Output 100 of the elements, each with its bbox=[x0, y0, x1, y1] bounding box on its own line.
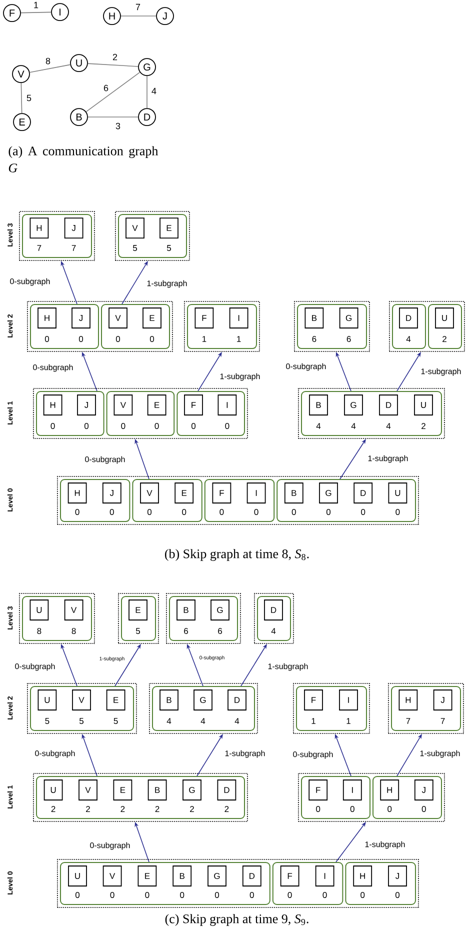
letter-box: U bbox=[388, 482, 408, 504]
node-value: 7 bbox=[406, 718, 410, 724]
edge-label: 0-subgraph bbox=[32, 363, 74, 373]
node-value: 0 bbox=[44, 336, 50, 342]
letter-box: F bbox=[280, 866, 300, 886]
group-box bbox=[60, 862, 270, 905]
letter-box: V bbox=[78, 780, 98, 800]
edge-label: 1-subgraph bbox=[146, 279, 188, 289]
node-value: 2 bbox=[422, 423, 426, 429]
node-value: 7 bbox=[37, 245, 42, 251]
letter-box: H bbox=[398, 690, 418, 710]
node-value: 0 bbox=[147, 509, 152, 515]
dotted-frame bbox=[33, 388, 248, 439]
letter-box: J bbox=[102, 482, 122, 504]
node-value: 7 bbox=[72, 245, 76, 251]
caption: (a) A communication graph G bbox=[8, 146, 158, 172]
node-value: 0 bbox=[326, 509, 331, 515]
weight-label: 5 bbox=[26, 94, 32, 102]
node-value: 1 bbox=[202, 336, 206, 342]
edge-line bbox=[29, 64, 71, 73]
letter-box: G bbox=[210, 600, 230, 620]
node-value: 6 bbox=[218, 628, 222, 634]
node-value: 8 bbox=[37, 628, 42, 634]
node-value: 1 bbox=[346, 718, 350, 724]
weight-label: 2 bbox=[112, 52, 118, 62]
node-value: 0 bbox=[75, 892, 80, 898]
letter-box: G bbox=[339, 308, 358, 328]
letter-box: B bbox=[172, 866, 192, 886]
letter-box: V bbox=[72, 690, 91, 710]
letter-box: I bbox=[342, 780, 362, 800]
letter-box: H bbox=[380, 780, 400, 800]
node-value: 1 bbox=[237, 336, 241, 342]
edge-line bbox=[20, 82, 22, 114]
letter-box: V bbox=[126, 218, 144, 238]
node-value: 4 bbox=[166, 718, 172, 724]
node-value: 4 bbox=[234, 718, 240, 724]
node-value: 2 bbox=[86, 806, 90, 812]
letter-box: V bbox=[64, 600, 84, 620]
node-value: 0 bbox=[254, 509, 258, 515]
caption: (c) Skip graph at time 9, S$_{9}$. bbox=[165, 914, 308, 926]
node-value: 0 bbox=[154, 423, 159, 430]
node-value: 4 bbox=[200, 718, 206, 724]
group-box bbox=[276, 479, 416, 522]
node-value: 0 bbox=[422, 806, 426, 812]
letter-box: F bbox=[212, 482, 232, 504]
letter-box: U bbox=[30, 600, 49, 620]
node-value: 7 bbox=[440, 718, 445, 724]
edge-line bbox=[146, 76, 148, 108]
dotted-frame bbox=[57, 859, 419, 908]
letter-box: H bbox=[68, 482, 87, 504]
edge-line bbox=[20, 12, 52, 14]
letter-box: B bbox=[304, 308, 324, 328]
node-value: 0 bbox=[361, 509, 366, 515]
group-box bbox=[36, 391, 104, 436]
weight-label: 7 bbox=[134, 2, 142, 12]
weight-label: 1 bbox=[32, 0, 40, 10]
letter-box: D bbox=[354, 482, 373, 504]
group-box bbox=[30, 304, 99, 349]
letter-box: F bbox=[308, 780, 328, 800]
letter-box: U bbox=[44, 780, 63, 800]
letter-box: V bbox=[102, 866, 122, 886]
dotted-frame bbox=[389, 301, 465, 352]
node-value: 0 bbox=[388, 806, 392, 812]
node-value: 5 bbox=[79, 718, 84, 724]
edge-line bbox=[88, 116, 138, 118]
letter-box: G bbox=[208, 866, 226, 886]
group-box bbox=[301, 776, 370, 819]
node-value: 0 bbox=[78, 336, 84, 342]
node-value: 0 bbox=[191, 423, 196, 430]
node-value: 0 bbox=[220, 509, 224, 515]
letter-box: H bbox=[30, 218, 49, 238]
letter-box: I bbox=[229, 308, 248, 328]
letter-box: D bbox=[379, 394, 398, 416]
group-box bbox=[176, 391, 245, 436]
letter-box: H bbox=[43, 394, 62, 416]
letter-box: J bbox=[433, 690, 452, 710]
letter-box: V bbox=[114, 394, 133, 416]
group-box bbox=[272, 862, 344, 905]
node-value: 0 bbox=[150, 336, 154, 342]
node-value: 4 bbox=[406, 336, 411, 342]
node-value: 6 bbox=[184, 628, 188, 634]
node-value: 8 bbox=[72, 628, 76, 634]
edge-label: 0-subgraph bbox=[84, 455, 126, 465]
node-value: 5 bbox=[136, 628, 140, 634]
group-box bbox=[345, 862, 416, 905]
edge-label: 1-subgraph bbox=[266, 662, 310, 672]
dotted-frame bbox=[298, 773, 445, 822]
letter-box: I bbox=[218, 394, 237, 416]
letter-box: E bbox=[128, 600, 148, 620]
node-value: 2 bbox=[224, 806, 229, 812]
node-value: 0 bbox=[225, 423, 230, 430]
letter-box: J bbox=[414, 780, 434, 800]
group-box bbox=[392, 304, 426, 349]
letter-box: F bbox=[184, 394, 203, 416]
node-value: 5 bbox=[45, 718, 50, 724]
edge-label: 1-subgraph bbox=[366, 454, 410, 464]
letter-box: D bbox=[264, 600, 283, 620]
node-value: 2 bbox=[155, 806, 160, 812]
node-value: 0 bbox=[288, 892, 292, 898]
edge-label: 0-subgraph bbox=[88, 841, 132, 851]
